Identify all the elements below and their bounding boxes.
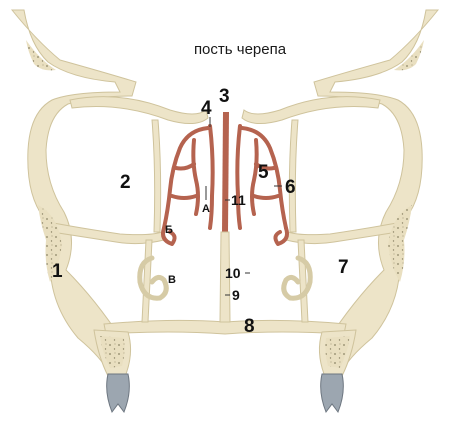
left-outer-wall	[10, 9, 137, 375]
right-molar-tooth	[320, 373, 344, 414]
left-orbit-roof	[69, 96, 209, 124]
right-zygoma-spongy	[388, 205, 412, 282]
hard-palate	[103, 319, 347, 335]
left-ethmoid-medial	[208, 124, 215, 230]
label-9: 9	[232, 287, 240, 303]
nasal-septum	[219, 112, 231, 323]
septum-upper	[222, 112, 229, 232]
inferior-turbinates	[137, 255, 313, 301]
left-middle-turbinate	[161, 226, 177, 246]
label-6: 6	[285, 177, 296, 198]
right-alveolar-spongy	[325, 336, 350, 368]
right-inferior-turbinate	[281, 255, 313, 301]
leader-lines	[205, 117, 282, 296]
caption-skull-base: пость черепа	[194, 41, 287, 58]
label-11: 11	[231, 192, 246, 208]
left-lamina-wall	[151, 119, 162, 233]
right-ethmoid-medial	[235, 124, 242, 230]
left-ethmoid-inner	[191, 138, 200, 216]
label-B: Б	[165, 224, 173, 236]
label-3: 3	[219, 86, 230, 107]
right-ethmoid-outline	[240, 126, 288, 230]
label-7: 7	[338, 257, 349, 278]
right-lamina-wall	[288, 119, 299, 233]
right-ethmoid-cross-1	[254, 162, 276, 171]
label-10: 10	[225, 265, 241, 281]
right-middle-turbinate	[273, 226, 289, 246]
label-1: 1	[52, 261, 63, 282]
left-molar-tooth	[106, 373, 130, 414]
label-A: А	[202, 203, 210, 215]
label-8: 8	[244, 316, 255, 337]
left-ethmoid-outline	[162, 126, 210, 230]
left-alveolar-spongy	[100, 336, 125, 368]
right-orbit-roof	[241, 96, 381, 124]
right-ethmoid-cross-2	[252, 194, 280, 200]
label-V: В	[168, 274, 176, 286]
right-ethmoid-inner	[250, 138, 259, 216]
teeth	[106, 373, 344, 414]
label-4: 4	[201, 98, 212, 119]
right-outer-wall	[313, 9, 440, 375]
label-5: 5	[258, 162, 269, 183]
ethmoid-cells	[161, 124, 289, 246]
left-ethmoid-cross-1	[174, 162, 196, 171]
cancellous-bone-patches	[26, 40, 424, 368]
label-2: 2	[120, 172, 131, 193]
right-frontal-spongy	[394, 40, 424, 71]
septum-lower	[219, 231, 231, 323]
left-inferior-turbinate	[137, 255, 169, 301]
left-zygoma-spongy	[38, 205, 62, 282]
left-frontal-spongy	[26, 40, 56, 71]
left-ethmoid-cross-2	[170, 194, 198, 200]
